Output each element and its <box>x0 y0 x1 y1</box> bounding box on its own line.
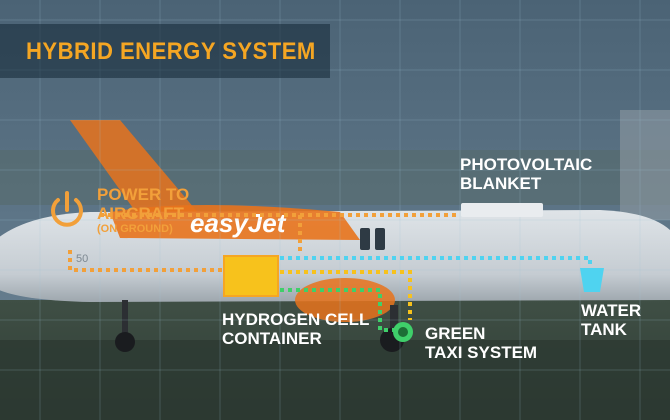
door-window-1 <box>360 228 370 250</box>
water-tank-label: WATER TANK <box>581 302 641 338</box>
photovoltaic-label-line2: BLANKET <box>460 174 542 193</box>
main-gear <box>390 305 398 335</box>
water-line <box>280 256 592 272</box>
green-taxi-label: GREEN TAXI SYSTEM <box>425 325 537 361</box>
front-gear <box>122 300 128 335</box>
runway-grass <box>0 340 670 420</box>
power-icon <box>51 191 83 227</box>
photovoltaic-blanket-marker <box>461 203 543 217</box>
hydrogen-label-line2: CONTAINER <box>222 329 322 348</box>
photovoltaic-label-line1: PHOTOVOLTAIC <box>460 155 593 174</box>
hydrogen-label-line1: HYDROGEN CELL <box>222 310 370 329</box>
diagram-title: HYBRID ENERGY SYSTEM <box>26 38 316 65</box>
power-label-line1: POWER TO <box>97 185 190 204</box>
water-label-line1: WATER <box>581 301 642 320</box>
hydrogen-line <box>280 270 412 320</box>
green-taxi-label-line1: GREEN <box>425 324 486 343</box>
front-wheel <box>115 332 135 352</box>
power-label-sub: (ON GROUND) <box>97 223 173 235</box>
power-line-left <box>68 250 225 272</box>
water-label-line2: TANK <box>581 320 627 339</box>
photovoltaic-blanket-label: PHOTOVOLTAIC BLANKET <box>460 156 592 192</box>
water-tank-icon <box>580 268 604 292</box>
green-taxi-label-line2: TAXI SYSTEM <box>425 343 538 362</box>
terminal-building <box>620 110 670 220</box>
title-backdrop <box>0 24 330 78</box>
hydrogen-cell-label: HYDROGEN CELL CONTAINER <box>222 311 369 347</box>
tail-fin <box>70 120 200 218</box>
power-to-aircraft-label: POWER TO AIRCRAFT (ON GROUND) <box>97 186 189 235</box>
power-label-line2: AIRCRAFT <box>97 204 184 223</box>
hydrogen-cell-marker <box>223 255 279 297</box>
green-taxi-line <box>280 288 400 332</box>
aircraft-number: 50 <box>76 253 88 265</box>
door-window-2 <box>375 228 385 250</box>
